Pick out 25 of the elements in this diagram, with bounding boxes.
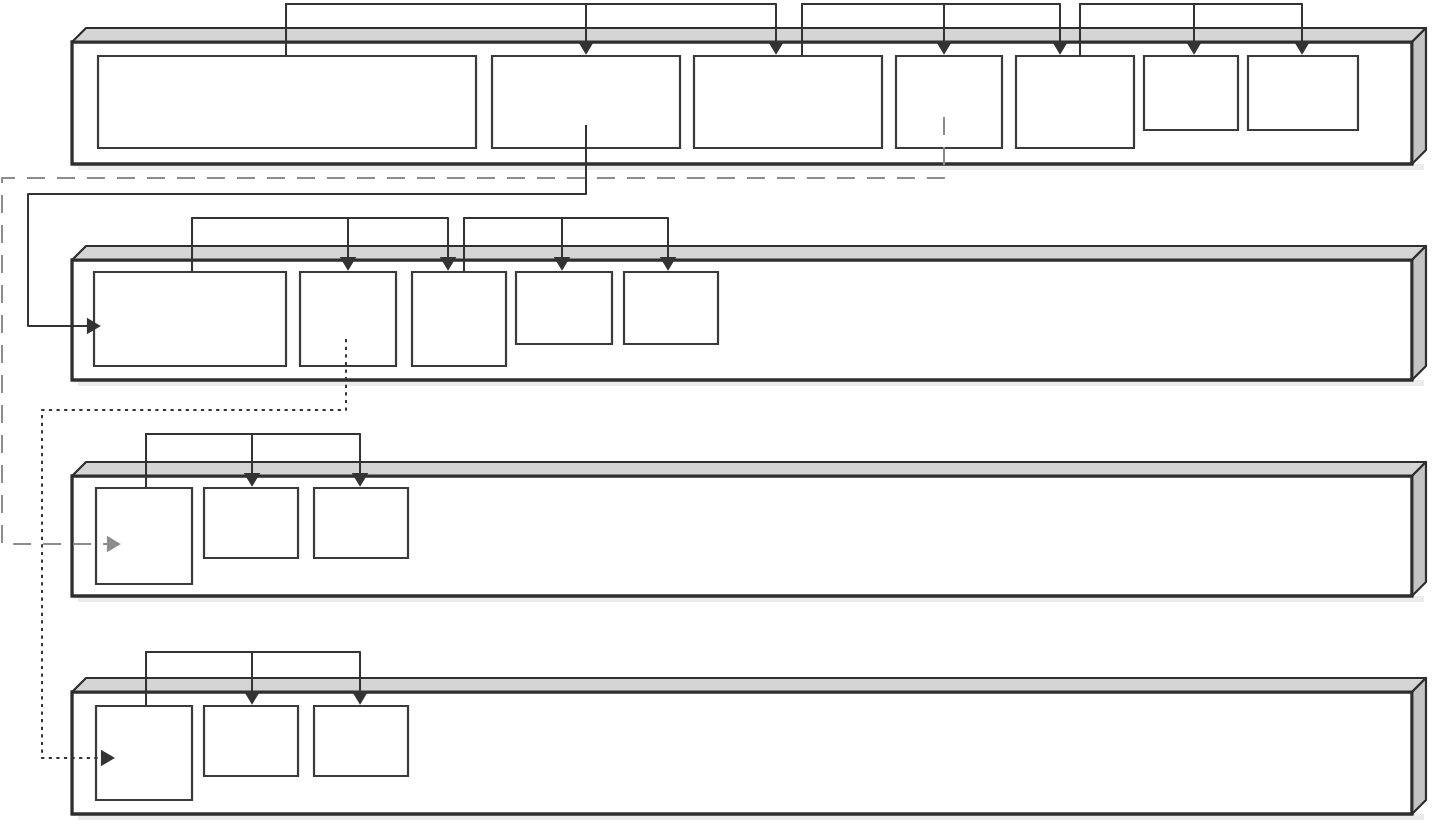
arrow xyxy=(463,217,677,272)
empty-box xyxy=(94,704,194,802)
empty-box xyxy=(410,270,508,368)
empty-box xyxy=(298,270,398,368)
empty-box xyxy=(692,54,884,150)
empty-box xyxy=(94,486,194,586)
empty-box xyxy=(1014,54,1136,150)
empty-box xyxy=(202,704,300,778)
arrow xyxy=(145,433,369,488)
empty-box xyxy=(894,54,1004,150)
arrow xyxy=(285,3,785,56)
empty-box xyxy=(622,270,720,346)
empty-box xyxy=(490,54,682,150)
empty-box xyxy=(1246,54,1360,132)
arrow xyxy=(145,651,369,706)
empty-box xyxy=(92,270,288,368)
empty-box xyxy=(96,54,478,150)
empty-box xyxy=(514,270,614,346)
empty-box xyxy=(202,486,300,560)
empty-box xyxy=(1142,54,1240,132)
empty-box xyxy=(312,486,410,560)
empty-box xyxy=(312,704,410,778)
arrow xyxy=(801,3,1069,56)
arrow xyxy=(191,217,457,272)
arrow xyxy=(1079,3,1311,56)
